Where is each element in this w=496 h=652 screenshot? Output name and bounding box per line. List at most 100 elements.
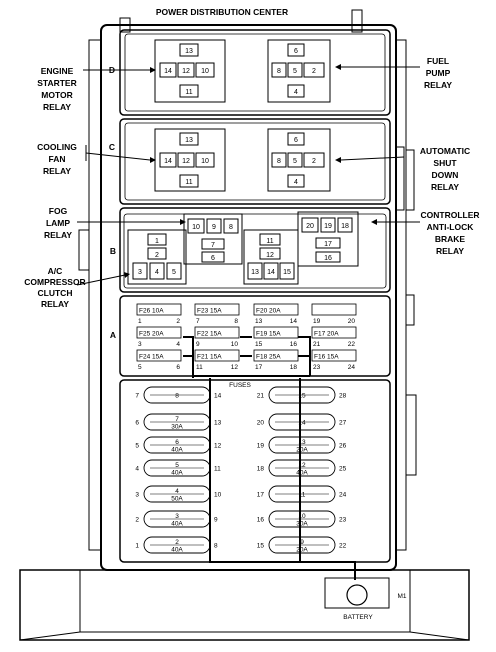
pin-label: 8 — [229, 224, 233, 231]
right-arrowheads — [335, 64, 377, 225]
maxi-fuse-amp: 40A — [296, 470, 308, 477]
label-engine-starter-1: ENGINE — [41, 66, 74, 76]
label-engine-starter-3: MOTOR — [41, 90, 72, 100]
maxi-fuse-pin: 24 — [339, 492, 347, 499]
mini-fuse-pin: 6 — [176, 364, 180, 371]
maxi-fuse-amp: 40A — [171, 547, 183, 554]
maxi-fuse-pin: 12 — [214, 443, 222, 450]
mini-fuse-pin: 8 — [234, 318, 238, 325]
mini-fuse-label: F23 15A — [197, 308, 222, 315]
diagram-title: POWER DISTRIBUTION CENTER — [156, 7, 288, 17]
housing — [78, 24, 417, 571]
mini-fuse-label: F17 20A — [314, 331, 339, 338]
label-auto-shutdown-4: RELAY — [431, 182, 459, 192]
maxi-fuse-number: 12 — [298, 462, 306, 469]
mini-fuse — [136, 349, 182, 362]
mini-fuse-pin: 12 — [231, 364, 239, 371]
maxi-fuse — [268, 536, 336, 554]
mini-fuse-pin: 21 — [313, 341, 321, 348]
mini-fuse-pin: 18 — [290, 364, 298, 371]
mini-fuse-label: F20 20A — [256, 308, 281, 315]
base-plate — [19, 569, 470, 641]
maxi-fuse-amp: 40A — [171, 447, 183, 454]
label-auto-shutdown-3: DOWN — [432, 170, 459, 180]
ac-compressor-relay — [127, 229, 187, 285]
maxi-fuse-pin: 4 — [135, 466, 139, 473]
mini-fuse — [194, 349, 240, 362]
mini-fuse-pin: 24 — [348, 364, 356, 371]
mini-fuse — [136, 326, 182, 339]
maxi-fuse-pin: 14 — [214, 393, 222, 400]
pin-label: 11 — [266, 238, 273, 245]
maxi-fuse-number: 5 — [175, 462, 179, 469]
maxi-fuse-pin: 3 — [135, 492, 139, 499]
maxi-fuse-number: 15 — [298, 393, 306, 400]
label-fuel-pump-1: FUEL — [427, 56, 449, 66]
maxi-fuse-pin: 8 — [214, 543, 218, 550]
mini-fuse-pin: 3 — [138, 341, 142, 348]
pin-label: 7 — [211, 242, 215, 249]
pin-label: 13 — [185, 48, 193, 55]
pin-label: 9 — [212, 224, 216, 231]
label-engine-starter-2: STARTER — [37, 78, 77, 88]
label-cooling-fan-3: RELAY — [43, 166, 71, 176]
label-auto-shutdown-2: SHUT — [433, 158, 457, 168]
antilock-brake-relay — [297, 211, 359, 267]
section-d: D — [109, 29, 391, 116]
maxi-fuse-number: 3 — [175, 513, 179, 520]
maxi-fuse-pin: 26 — [339, 443, 347, 450]
maxi-fuse — [268, 485, 336, 503]
maxi-fuse-number: 14 — [298, 420, 306, 427]
maxi-fuse — [268, 413, 336, 431]
label-antilock-4: RELAY — [436, 246, 464, 256]
mini-fuse-pin: 10 — [231, 341, 239, 348]
mini-fuse — [253, 326, 299, 339]
maxi-fuse-amp: 40A — [171, 521, 183, 528]
maxi-fuse-amp: 30A — [171, 424, 183, 431]
maxi-fuse-pin: 11 — [214, 466, 221, 473]
mini-fuse-pin: 5 — [138, 364, 142, 371]
section-letter-c: C — [109, 142, 115, 152]
maxi-fuse — [268, 510, 336, 528]
label-antilock-2: ANTI-LOCK — [427, 222, 475, 232]
mini-fuse-pin: 9 — [196, 341, 200, 348]
pin-label: 5 — [172, 269, 176, 276]
pin-label: 2 — [312, 68, 316, 75]
label-ac-4: RELAY — [41, 299, 69, 309]
pin-label: 4 — [294, 179, 298, 186]
maxi-fuse-number: 13 — [298, 439, 306, 446]
pin-label: 10 — [201, 158, 209, 165]
pin-label: 5 — [293, 68, 297, 75]
maxi-fuse-number: 4 — [175, 488, 179, 495]
label-antilock-3: BRAKE — [435, 234, 466, 244]
engine-starter-relay — [154, 39, 226, 103]
maxi-fuse-pin: 19 — [257, 443, 265, 450]
maxi-fuse-wiring — [209, 378, 356, 580]
maxi-fuse-pin: 23 — [339, 517, 347, 524]
mini-fuse-pin: 13 — [255, 318, 263, 325]
mini-fuse — [194, 303, 240, 316]
maxi-fuse-amp: 50A — [171, 496, 183, 503]
pin-label: 4 — [155, 269, 159, 276]
maxi-fuse-pin: 17 — [257, 492, 265, 499]
label-fuel-pump-2: PUMP — [426, 68, 451, 78]
section-b: B — [110, 207, 391, 293]
pin-label: 15 — [283, 269, 291, 276]
pin-label: 13 — [251, 269, 259, 276]
mini-fuse — [311, 349, 357, 362]
maxi-fuse-pin: 16 — [257, 517, 265, 524]
maxi-fuse-pin: 2 — [135, 517, 139, 524]
pin-label: 8 — [277, 68, 281, 75]
mini-fuse-pin: 2 — [176, 318, 180, 325]
mini-fuse-pin: 22 — [348, 341, 356, 348]
section-letter-a: A — [110, 330, 116, 340]
maxi-fuse-pin: 21 — [257, 393, 265, 400]
pin-label: 17 — [324, 241, 332, 248]
fog-lamp-relay — [183, 213, 243, 265]
maxi-fuse — [268, 386, 336, 404]
maxi-fuse-pin: 9 — [214, 517, 218, 524]
pin-label: 12 — [182, 158, 190, 165]
maxi-fuse-pin: 5 — [135, 443, 139, 450]
